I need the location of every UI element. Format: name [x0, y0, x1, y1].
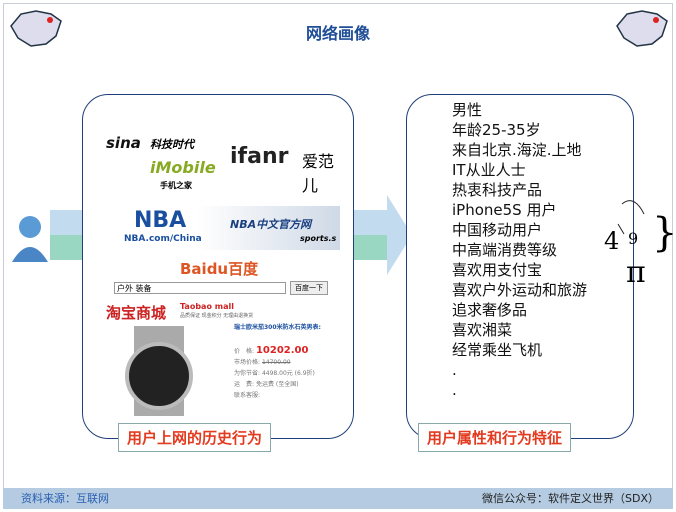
- ifanr-logo: ifanr: [230, 144, 289, 169]
- trait: 男性: [452, 101, 483, 119]
- trait: 喜欢户外运动和旅游: [452, 281, 588, 299]
- trait: 来自北京.海淀.上地: [452, 141, 582, 159]
- math-head-icon: 49 π}: [604, 200, 674, 290]
- user-avatar-icon: [12, 216, 48, 262]
- history-behavior-label: 用户上网的历史行为: [118, 423, 272, 452]
- source-text: 资料来源：互联网: [21, 492, 109, 505]
- baidu-logo: Baidu百度: [180, 260, 259, 278]
- watch-image: [125, 326, 193, 416]
- trait: .: [452, 381, 457, 399]
- svg-text:}: }: [652, 210, 674, 256]
- price: 10202.00: [255, 345, 309, 356]
- imobile-logo: iMobile: [150, 158, 216, 177]
- page-title: 网络画像: [305, 24, 370, 43]
- china-map-icon: [10, 10, 62, 47]
- footer: 资料来源：互联网 微信公众号：软件定义世界（SDX）: [3, 488, 673, 509]
- trait: 经常乘坐飞机: [452, 341, 543, 359]
- traits-label: 用户属性和行为特征: [418, 423, 572, 452]
- trait: .: [452, 361, 457, 379]
- arrow-right-icon: [352, 195, 412, 275]
- trait: 追求奢侈品: [452, 301, 528, 319]
- trait: 喜欢用支付宝: [452, 261, 543, 279]
- svg-text:π: π: [626, 255, 646, 290]
- sina-logo: sina: [106, 134, 141, 152]
- search-input[interactable]: 户外 装备: [114, 282, 286, 294]
- svg-text:9: 9: [628, 229, 638, 248]
- trait: 年龄25-35岁: [452, 121, 541, 139]
- taobao-logo: 淘宝商城: [106, 304, 167, 322]
- trait-list: 男性 年龄25-35岁 来自北京.海淀.上地 IT从业人士 热衷科技产品 iPh…: [452, 100, 587, 400]
- trait: 热衷科技产品: [452, 181, 543, 199]
- trait: iPhone5S 用户: [452, 201, 557, 219]
- search-button[interactable]: 百度一下: [290, 281, 328, 295]
- svg-text:4: 4: [604, 227, 619, 255]
- trait: 中高端消费等级: [452, 241, 558, 259]
- user-traits-panel: [406, 94, 634, 439]
- trait: 中国移动用户: [452, 221, 543, 239]
- trait: 喜欢湘菜: [452, 321, 513, 339]
- website-collage: sina 科技时代 iMobile 手机之家 ifanr 爱范儿 NBA NBA…: [104, 126, 344, 416]
- product-link[interactable]: 瑞士欧米茄300米防水石英男表:: [234, 324, 321, 331]
- wechat-text: 微信公众号：软件定义世界（SDX）: [482, 492, 659, 505]
- china-map-icon: [616, 10, 668, 47]
- nba-banner: NBA NBA.com/China NBA中文官方网 sports.s: [120, 206, 340, 250]
- trait: IT从业人士: [452, 161, 526, 179]
- product-details: 瑞士欧米茄300米防水石英男表: 价 格: 10202.00 市场价格: 147…: [234, 324, 321, 399]
